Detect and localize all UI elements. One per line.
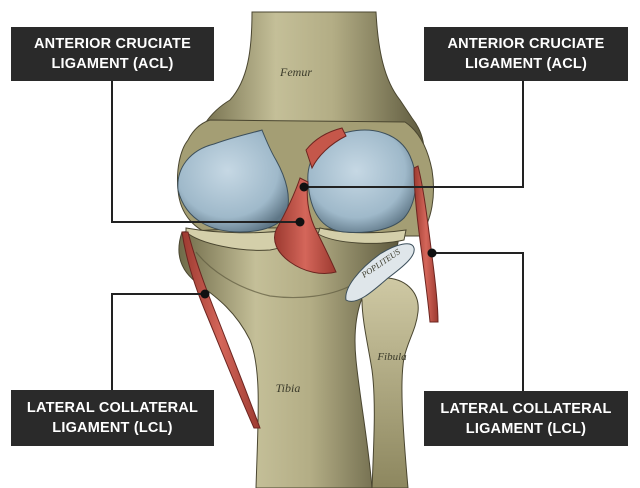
leader-line-bottom-right [432,252,524,391]
leader-dot-bottom-right [427,248,437,258]
lcl-ligament-right [413,165,439,323]
tibia-label: Tibia [276,381,301,395]
leader-dot-top-right [299,182,309,192]
leader-line-top-left [111,81,300,223]
leader-line-top-right [304,81,524,188]
pcl-ligament [305,127,347,170]
callout-lcl-bottom-left-line2: LIGAMENT (LCL) [52,420,173,436]
femur-label: Femur [279,65,312,79]
acl-ligament [274,177,337,275]
leader-dot-top-left [295,217,305,227]
callout-acl-top-left: ANTERIOR CRUCIATE LIGAMENT (ACL) [11,27,214,81]
leader-dot-bottom-left [200,289,210,299]
callout-lcl-bottom-left: LATERAL COLLATERAL LIGAMENT (LCL) [11,390,214,446]
fibula [360,277,419,488]
lateral-condyle-cartilage [177,129,289,233]
callout-acl-top-right-line1: ANTERIOR CRUCIATE [447,36,605,52]
callout-lcl-bottom-right-line2: LIGAMENT (LCL) [465,420,587,437]
callout-lcl-bottom-right: LATERAL COLLATERAL LIGAMENT (LCL) [424,391,628,446]
fibula-label: Fibula [376,351,407,363]
leader-line-bottom-left [111,293,205,390]
callout-acl-top-right-line2: LIGAMENT (ACL) [464,56,587,72]
callout-acl-top-left-line2: LIGAMENT (ACL) [51,56,174,72]
popliteus-tendon [345,243,415,302]
callout-lcl-bottom-right-line1: LATERAL COLLATERAL [440,400,612,417]
callout-acl-top-left-line1: ANTERIOR CRUCIATE [34,36,191,52]
collateral-ligament-left [181,231,261,429]
callout-lcl-bottom-left-line1: LATERAL COLLATERAL [26,400,199,416]
callout-acl-top-right: ANTERIOR CRUCIATE LIGAMENT (ACL) [424,27,628,81]
